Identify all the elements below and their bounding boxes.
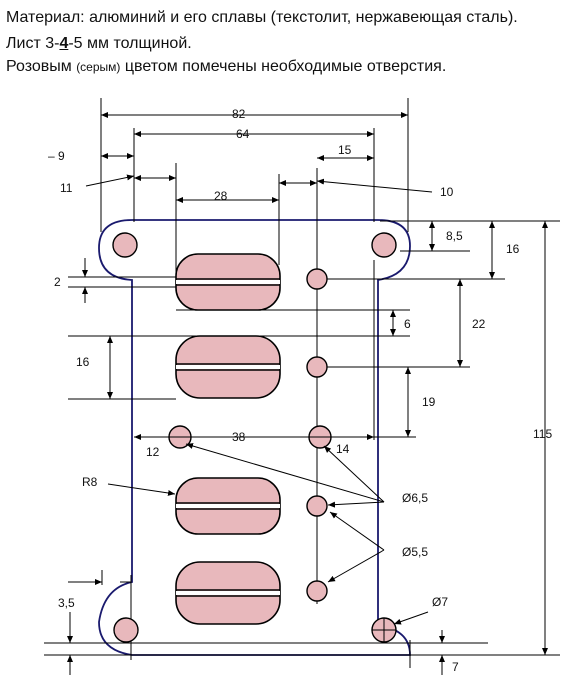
label-14: 14 (336, 442, 350, 456)
slots (175, 253, 281, 625)
label-r8: R8 (82, 475, 98, 489)
label-hole-5-5: Ø5,5 (402, 545, 428, 559)
title-thickness: Лист 3-4-5 мм толщиной. (6, 34, 192, 54)
label-38: 38 (232, 430, 246, 444)
thickness-post: -5 мм толщиной. (68, 35, 192, 52)
label-12: 12 (146, 445, 160, 459)
label-15: 15 (338, 143, 352, 157)
label-115: 115 (533, 427, 552, 441)
center-holes (168, 268, 332, 602)
note-small: (серым) (76, 60, 121, 74)
label-9: – 9 (48, 149, 65, 163)
label-82: 82 (232, 107, 246, 121)
extension-lines (100, 98, 411, 668)
note-pre: Розовым (6, 58, 77, 75)
label-22: 22 (472, 317, 486, 331)
label-16-left: 16 (76, 355, 90, 369)
label-7: 7 (452, 660, 459, 674)
plate-outline (98, 219, 411, 656)
label-8-5: 8,5 (446, 229, 463, 243)
label-16-right: 16 (506, 242, 520, 256)
leader-lines (85, 174, 433, 625)
label-2: 2 (54, 275, 61, 289)
label-hole-6-5: Ø6,5 (402, 491, 428, 505)
slot-4 (175, 561, 281, 625)
label-28: 28 (214, 189, 228, 203)
hole-bottom-left (113, 617, 139, 643)
label-3-5: 3,5 (58, 596, 75, 610)
note-post: цветом помечены необходимые отверстия. (120, 58, 447, 75)
label-hole-7: Ø7 (432, 595, 448, 609)
label-10: 10 (440, 185, 454, 199)
slot-3 (175, 477, 281, 535)
dimension-labels: 82 64 15 – 9 11 28 10 8,5 16 2 6 22 16 1… (48, 107, 552, 674)
title-material: Материал: алюминий и его сплавы (текстол… (6, 9, 518, 26)
thickness-pre: Лист 3- (6, 35, 60, 52)
dimension-lines (67, 112, 548, 675)
label-6: 6 (404, 317, 411, 331)
thickness-bold: 4 (59, 35, 69, 52)
label-19: 19 (422, 395, 436, 409)
hole-top-left (112, 232, 138, 258)
slot-2 (175, 335, 281, 399)
crosshair-br (372, 618, 396, 642)
extension-lines-h (44, 220, 560, 656)
slot-1 (175, 253, 281, 311)
label-64: 64 (236, 127, 250, 141)
hole-top-right (371, 232, 397, 258)
label-11: 11 (60, 181, 73, 195)
title-holes-note: Розовым (серым) цветом помечены необходи… (6, 57, 446, 77)
